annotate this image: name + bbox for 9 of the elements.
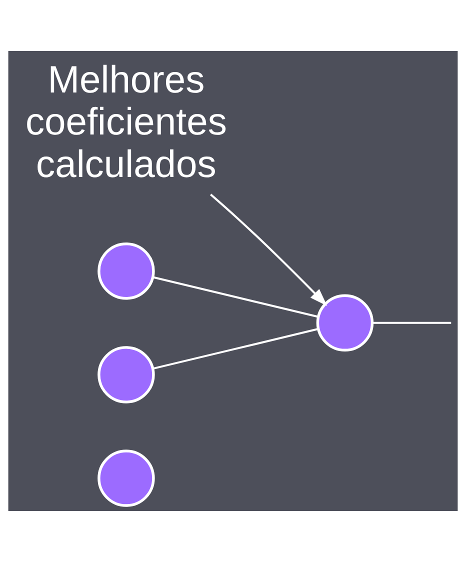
node-circle <box>98 346 155 403</box>
node-circle <box>98 242 155 300</box>
connector <box>152 276 318 318</box>
connector <box>372 321 452 324</box>
node-text: Melhores coeficientes calculados <box>25 58 227 186</box>
arrow <box>210 193 328 306</box>
node-circle <box>316 294 374 352</box>
connector <box>152 328 318 370</box>
node-circle <box>98 449 155 506</box>
